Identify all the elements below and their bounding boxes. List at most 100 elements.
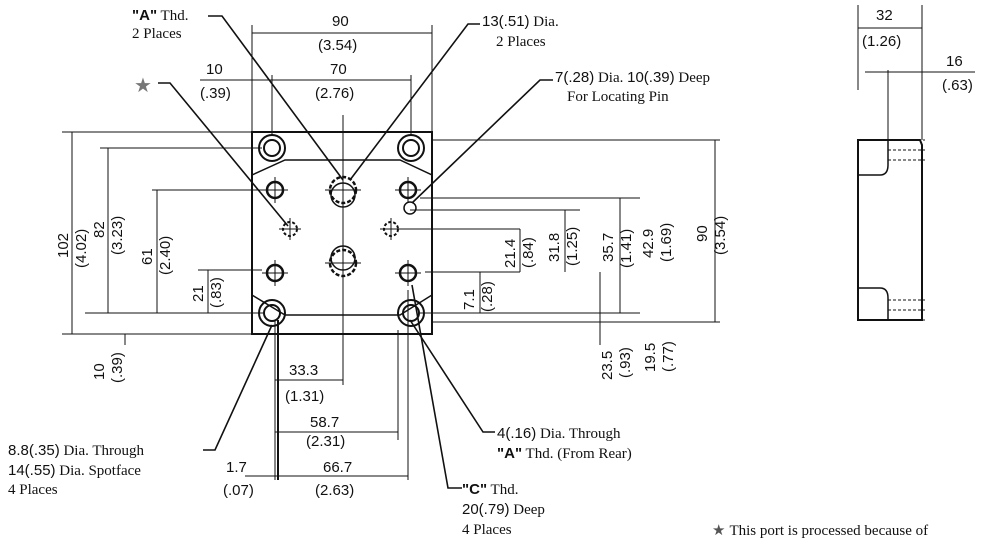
a-thread-port-left [279, 218, 301, 240]
dim-58-7-in: (2.31) [306, 433, 345, 450]
note-4-dia-q: "A" [497, 445, 522, 462]
note-pin-num2: 10(.39) [627, 69, 675, 86]
note-spotface-num: 14(.55) [8, 462, 56, 479]
dimension-labels: 90 (3.54) 70 (2.76) 10 (.39) 102 (4.02) … [55, 7, 973, 499]
dim-33-3: 33.3 [289, 362, 318, 379]
dim-90-right: 90 [694, 225, 711, 242]
side-body [857, 139, 923, 321]
note-a-thread-rest: Thd. [157, 8, 188, 24]
note-a-thread-q: "A" [132, 7, 157, 24]
dim-31-8-in: (1.25) [564, 227, 581, 266]
footnote-star: ★ [712, 523, 725, 539]
dim-42-9-in: (1.69) [658, 223, 675, 262]
locating-pin-hole [403, 201, 417, 215]
side-view [857, 5, 975, 321]
side-dim-16-in: (.63) [942, 77, 973, 94]
port-13-bottom [325, 245, 361, 278]
note-locating-pin-line2: For Locating Pin [567, 89, 669, 105]
dim-90-in: (3.54) [318, 37, 357, 54]
note-c-thread-q: "C" [462, 481, 487, 498]
note-13-dia: 13(.51) Dia. [482, 13, 559, 30]
dim-82: 82 [91, 221, 108, 238]
dim-35-7: 35.7 [600, 233, 617, 262]
note-4-dia-line2: "A" Thd. (From Rear) [497, 445, 632, 462]
dim-102: 102 [55, 233, 72, 258]
note-4-dia-rest2: Thd. (From Rear) [522, 446, 632, 462]
dim-90: 90 [332, 13, 349, 30]
side-dim-32: 32 [876, 7, 893, 24]
dim-70-in: (2.76) [315, 85, 354, 102]
dim-61-in: (2.40) [157, 236, 174, 275]
dim-7-1: 7.1 [461, 289, 478, 310]
note-c-depth-num: 20(.79) [462, 501, 510, 518]
note-c-thread-rest: Thd. [487, 482, 518, 498]
note-through: 8.8(.35) Dia. Through [8, 442, 144, 459]
dim-10-top-in: (.39) [200, 85, 231, 102]
note-spotface: 14(.55) Dia. Spotface [8, 462, 141, 479]
dim-70: 70 [330, 61, 347, 78]
note-a-thread: "A" Thd. [132, 7, 188, 24]
note-4-dia-rest: Dia. Through [536, 426, 621, 442]
note-13-dia-num: 13(.51) [482, 13, 530, 30]
c-thread-hole-4 [395, 260, 421, 286]
dim-10-bot: 10 [91, 363, 108, 380]
dim-1-7: 1.7 [226, 459, 247, 476]
dim-23-5: 23.5 [599, 351, 616, 380]
note-c-places: 4 Places [462, 522, 512, 538]
dim-21-4: 21.4 [502, 239, 519, 268]
dim-82-in: (3.23) [109, 216, 126, 255]
note-13-dia-places: 2 Places [496, 34, 546, 50]
plate-profile [251, 159, 433, 316]
mount-hole-tl [258, 134, 286, 162]
port-13-top [325, 175, 361, 208]
note-4-dia-num: 4(.16) [497, 425, 536, 442]
note-through-num: 8.8(.35) [8, 442, 60, 459]
c-thread-hole-1 [262, 177, 288, 203]
dim-23-5-in: (.93) [617, 347, 634, 378]
mount-hole-tr [397, 134, 425, 162]
note-through-rest: Dia. Through [60, 443, 145, 459]
footnote-text: This port is processed because of [729, 523, 928, 539]
dim-58-7: 58.7 [310, 414, 339, 431]
side-dim-32-in: (1.26) [862, 33, 901, 50]
note-pin-num: 7(.28) [555, 69, 594, 86]
dim-7-1-in: (.28) [479, 281, 496, 312]
leader-lines [158, 15, 553, 489]
dim-10-top: 10 [206, 61, 223, 78]
note-c-depth-rest: Deep [510, 502, 545, 518]
callout-notes: "A" Thd. 2 Places 13(.51) Dia. 2 Places … [8, 7, 928, 539]
c-thread-hole-3 [262, 260, 288, 286]
note-through-places: 4 Places [8, 482, 58, 498]
note-spotface-rest: Dia. Spotface [56, 463, 142, 479]
dim-33-3-in: (1.31) [285, 388, 324, 405]
front-view [251, 115, 433, 340]
note-a-thread-places: 2 Places [132, 26, 182, 42]
note-locating-pin: 7(.28) Dia. 10(.39) Deep [555, 69, 710, 86]
dim-10-bot-in: (.39) [109, 352, 126, 383]
dimension-lines [62, 25, 720, 480]
dim-19-5: 19.5 [642, 343, 659, 372]
dim-90-right-in: (3.54) [712, 216, 729, 255]
note-pin-rest: Deep [675, 70, 710, 86]
dim-21-in: (.83) [208, 277, 225, 308]
dim-31-8: 31.8 [546, 233, 563, 262]
dim-19-5-in: (.77) [660, 341, 677, 372]
dim-21-4-in: (.84) [520, 237, 537, 268]
note-4-dia: 4(.16) Dia. Through [497, 425, 621, 442]
dim-61: 61 [139, 248, 156, 265]
note-pin-mid: Dia. [594, 70, 627, 86]
side-dim-16: 16 [946, 53, 963, 70]
star-marker: ★ [134, 75, 152, 97]
dim-102-in: (4.02) [73, 229, 90, 268]
dim-42-9: 42.9 [640, 229, 657, 258]
dim-21: 21 [190, 285, 207, 302]
dim-1-7-in: (.07) [223, 482, 254, 499]
c-thread-hole-2 [395, 177, 421, 203]
dim-35-7-in: (1.41) [618, 229, 635, 268]
dim-66-7-in: (2.63) [315, 482, 354, 499]
note-c-thread: "C" Thd. [462, 481, 518, 498]
note-13-dia-rest: Dia. [530, 14, 559, 30]
note-c-depth: 20(.79) Deep [462, 501, 545, 518]
